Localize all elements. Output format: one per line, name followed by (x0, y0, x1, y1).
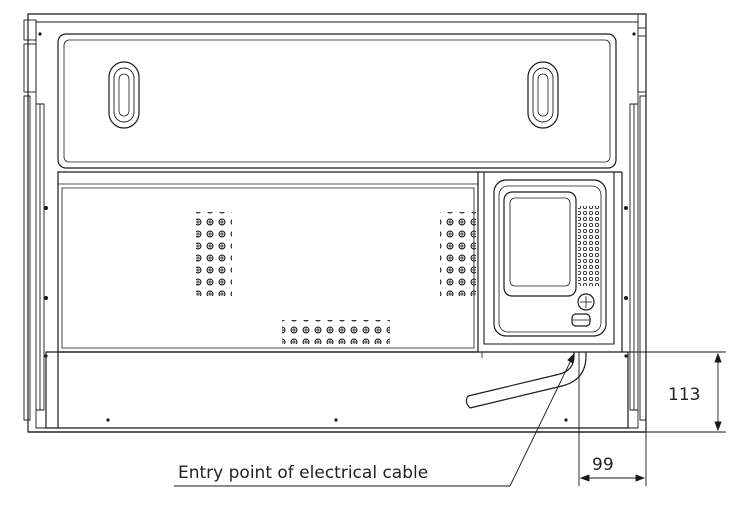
vent-row-bottom (282, 320, 390, 344)
height-dimension (600, 351, 726, 433)
top-panel (57, 33, 617, 169)
handle-right (527, 61, 559, 129)
cable-leader-line (174, 352, 575, 487)
side-mounting-rail-right (629, 13, 647, 411)
height-dimension-label: 113 (668, 385, 700, 405)
compressor-compartment (483, 171, 615, 345)
screw-markers (38, 32, 636, 422)
width-dimension (578, 352, 647, 486)
side-mounting-rail-left (23, 19, 45, 411)
base-plinth (45, 351, 629, 429)
vent-grid-right (440, 212, 476, 296)
width-dimension-label: 99 (592, 455, 614, 475)
vent-grid-left (196, 212, 232, 296)
cable-caption: Entry point of electrical cable (178, 463, 428, 483)
handle-left (108, 61, 140, 129)
